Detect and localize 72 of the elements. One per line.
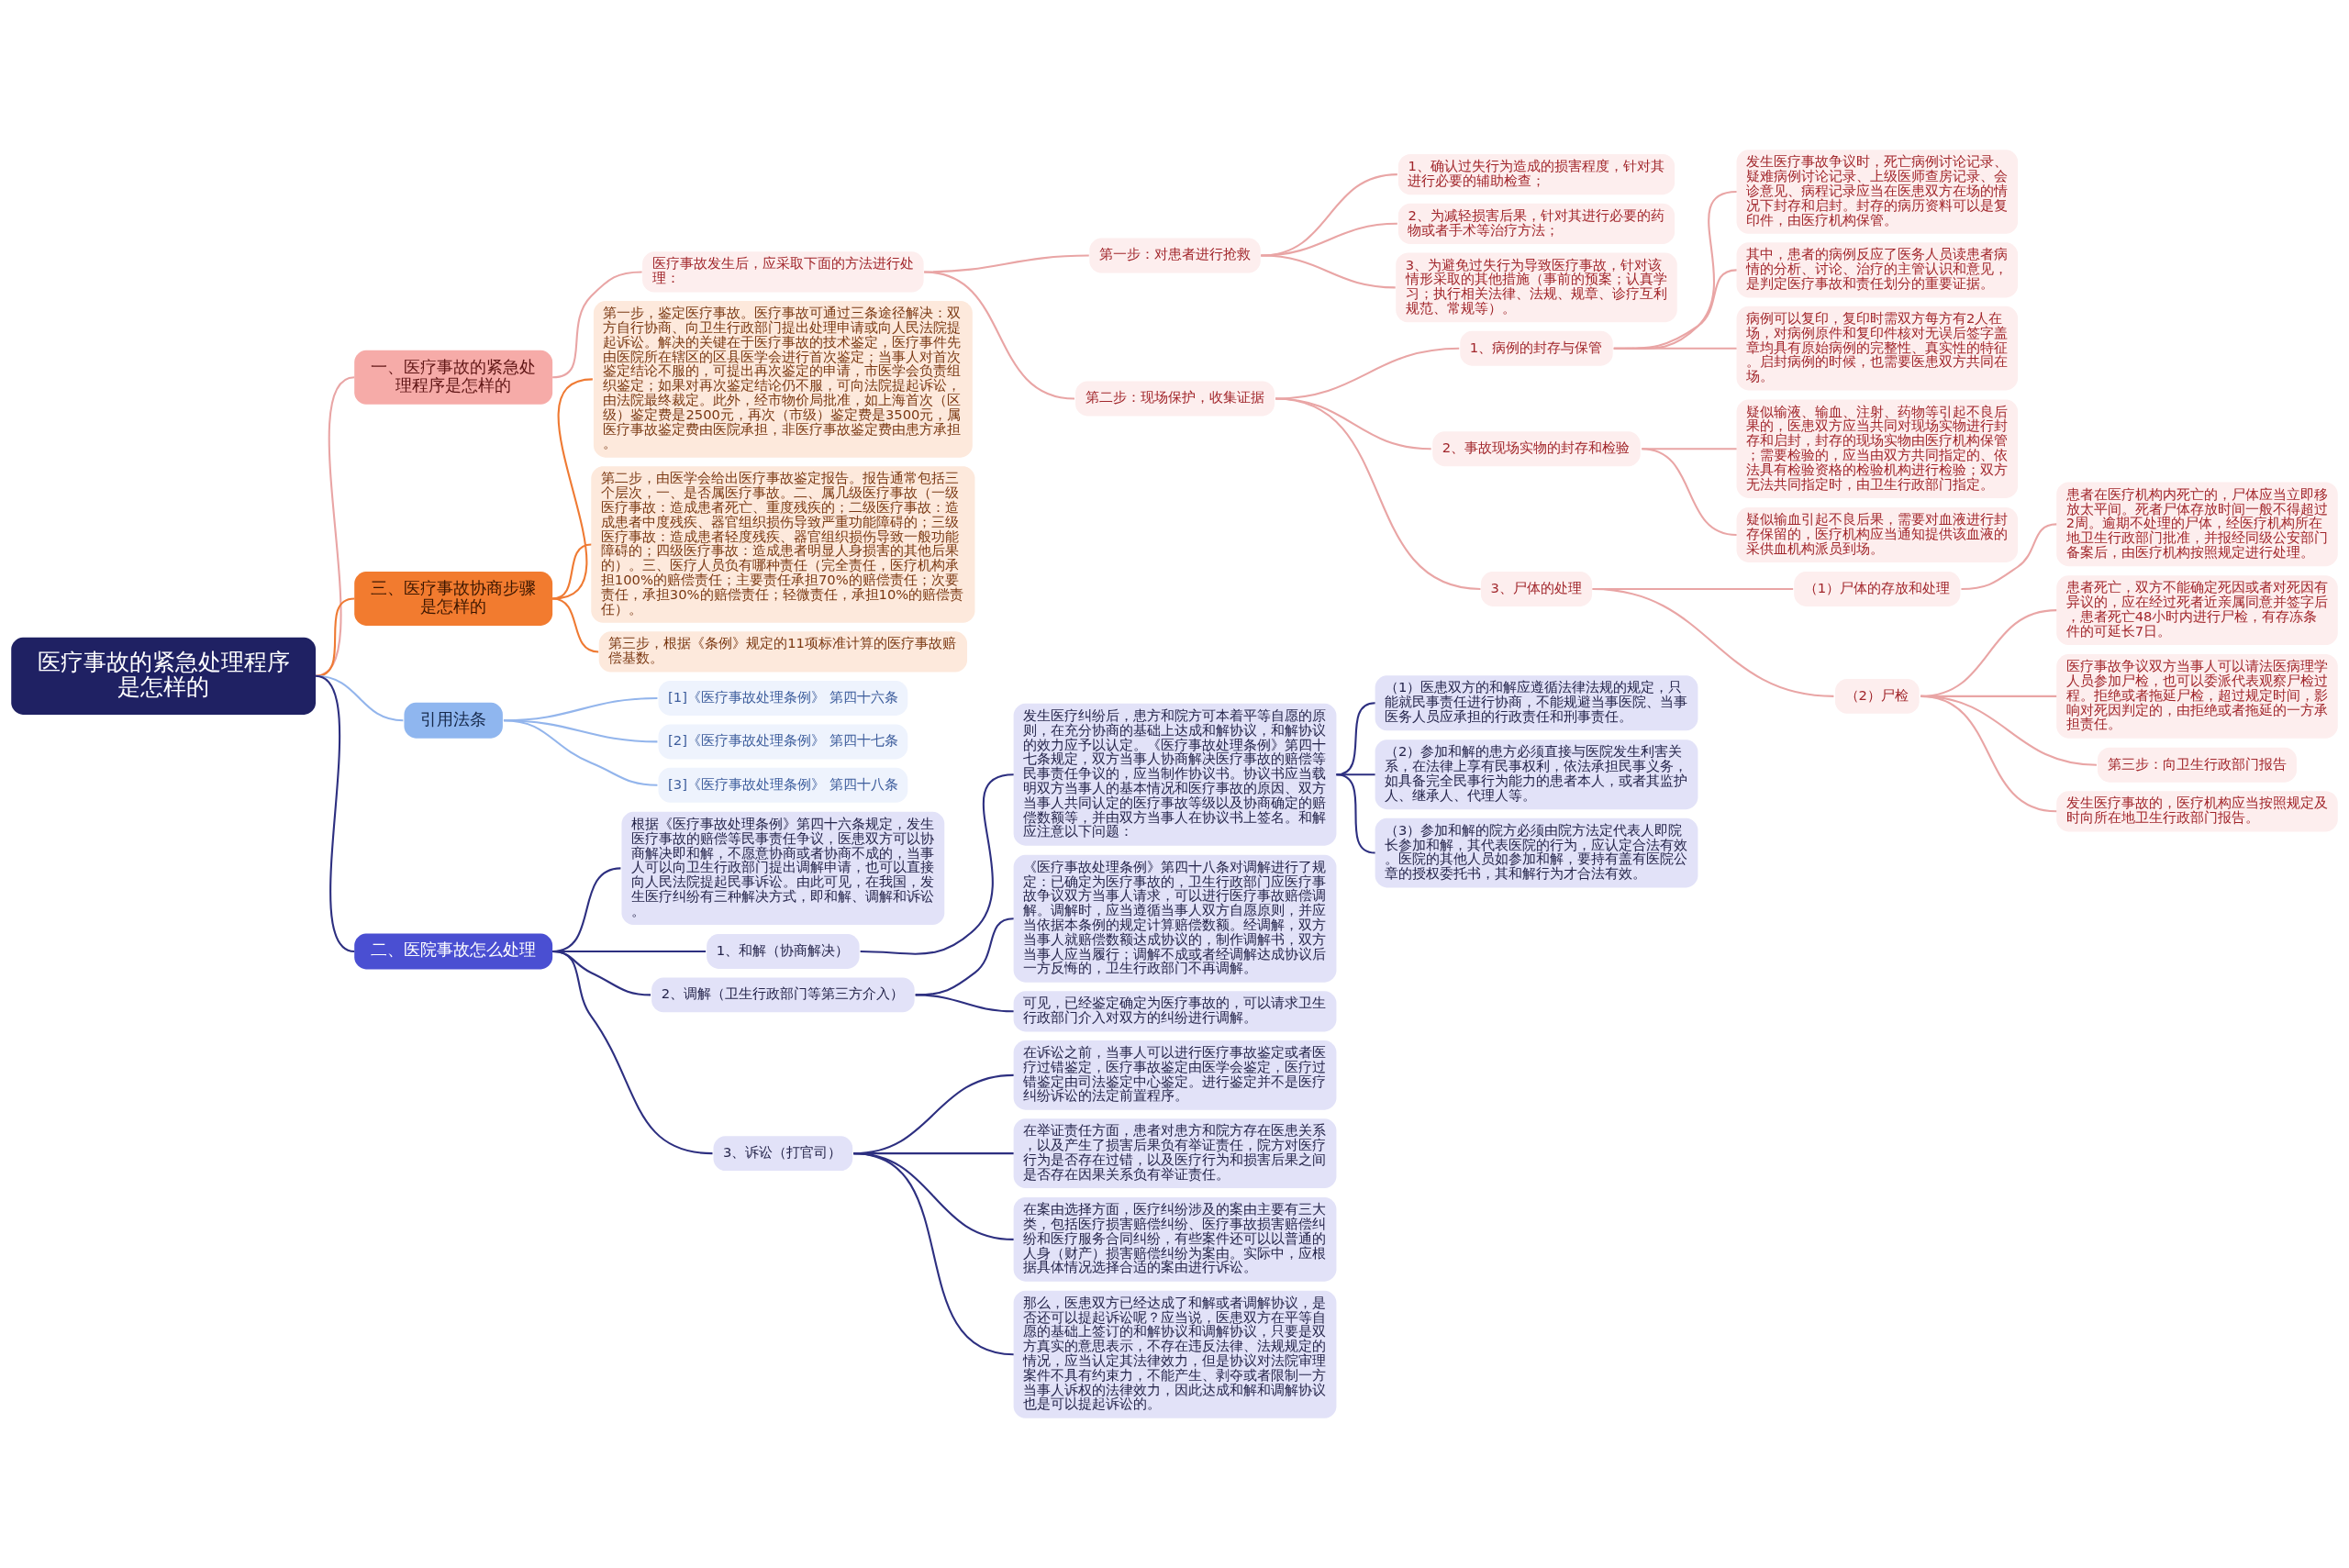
- node-box: 患者死亡，双方不能确定死因或者对死因有异议的，应在经过死者近亲属同意并签字后，患者死亡48小时内进行尸检，有存冻条件的可延长7日。: [2056, 575, 2338, 646]
- node-box: 疑似输液、输血、注射、药物等引起不良后果的，医患双方应当共同对现场实物进行封存和启封，封存的现场实物由医疗机构保管；需要检验的，应当由双方共同指定的、依法具有检验资格的检验机构进行检验；双方无法共同指定时，由卫生行政部门指定。: [1736, 399, 2019, 498]
- connector: [552, 597, 599, 653]
- connector: [924, 271, 1075, 400]
- connector: [853, 1152, 1014, 1356]
- connector: [552, 950, 713, 1155]
- node-box: 1、病例的封存与保管: [1460, 330, 1613, 366]
- node-box: 疑似输血引起不良后果，需要对血液进行封存保留的，医疗机构应当通知提供该血液的采供血机构派员到场。: [1736, 506, 2019, 562]
- node-box: 其中，患者的病例反应了医务人员读患者病情的分析、讨论、治疗的主管认识和意见，是判定医疗事故和责任划分的重要证据。: [1736, 242, 2019, 298]
- node-box: [1]《医疗事故处理条例》 第四十六条: [658, 681, 908, 716]
- connector: [924, 254, 1089, 273]
- connector: [1920, 695, 2057, 813]
- connector: [551, 378, 594, 600]
- node-box: 第三步，根据《条例》规定的11项标准计算的医疗事故赔偿基数。: [598, 631, 968, 673]
- node-box: 根据《医疗事故处理条例》第四十六条规定，发生医疗事故的赔偿等民事责任争议，医患双方可以协商解决即和解，不愿意协商或者协商不成的，当事人可以向卫生行政部门提出调解申请，也可以直接向人民法院提起民事诉讼。由此可见，在我国，发生医疗纠纷有三种解决方式，即和解、调解和诉讼。: [621, 811, 945, 926]
- node-box: （1）医患双方的和解应遵循法律法规的规定，只能就民事责任进行协商，不能规避当事医院、当事医务人员应承担的行政责任和刑事责任。: [1375, 675, 1698, 731]
- connector: [1613, 191, 1737, 350]
- connector: [503, 719, 658, 786]
- node-box: 2、事故现场实物的封存和检验: [1432, 431, 1641, 467]
- node-box: （1）尸体的存放和处理: [1794, 572, 1961, 606]
- node-box: 2、为减轻损害后果，针对其进行必要的药物或者手术等治疗方法；: [1397, 203, 1675, 244]
- node-box: 病例可以复印，复印时需双方每方有2人在场，对病例原件和复印件核对无误后签字盖章均具有原始病例的完整性、真实性的特征。启封病例的时候，也需要医患双方共同在场。: [1736, 306, 2019, 391]
- connector: [1261, 254, 1396, 289]
- node-box: [3]《医疗事故处理条例》 第四十八条: [658, 767, 908, 803]
- node-box: 3、为避免过失行为导致医疗事故，针对该情形采取的其他措施（事前的预案；认真学习；执行相关法律、法规、规章、诊疗互利规范、常规等）。: [1396, 252, 1677, 323]
- node-box: 第一步，鉴定医疗事故。医疗事故可通过三条途径解决：双方自行协商、向卫生行政部门提出处理申请或向人民法院提起诉讼。解决的关键在于医疗事故的技术鉴定，医疗事件先由医院所在辖区的区县医学会进行首次鉴定；当事人对首次鉴定结论不服的，可提出再次鉴定的申请，市医学会负责组织鉴定；如果对再次鉴定结论仍不服，可向法院提起诉讼，由法院最终裁定。此外，经市物价局批准，如上海首次（区级）鉴定费是2500元，再次（市级）鉴定费是3500元，属医疗事故鉴定费由医院承担，非医疗事故鉴定费由患方承担。: [593, 301, 973, 458]
- connector: [1261, 173, 1397, 257]
- connector: [1961, 523, 2057, 591]
- node-box: 那么，医患双方已经达成了和解或者调解协议，是否还可以提起诉讼呢？应当说，医患双方在平等自愿的基础上签订的和解协议和调解协议，只要是双方真实的意思表示，不存在违反法律、法规规定的情况，应当认定其法律效力，但是协议对法院审理案件不具有约束力，不能产生、剥夺或者限制一方当事人诉权的法律效力，因此达成和解和调解协议也是可以提起诉讼的。: [1013, 1290, 1337, 1418]
- connector: [315, 376, 355, 677]
- node-box: 可见，已经鉴定确定为医疗事故的，可以请求卫生行政部门介入对双方的纠纷进行调解。: [1013, 991, 1337, 1032]
- node-box: 三、医疗事故协商步骤是怎样的: [354, 572, 553, 626]
- connector: [915, 994, 1014, 1013]
- connector: [1261, 222, 1397, 257]
- node-box: （3）参加和解的院方必须由院方法定代表人即院长参加和解，其代表医院的行为，应认定合法有效。医院的其他人员如参加和解，要持有盖有医院公章的授权委托书，其和解行为才合法有效。: [1375, 817, 1698, 888]
- node-box: 第二步：现场保护，收集证据: [1075, 381, 1275, 417]
- connector: [1336, 773, 1375, 854]
- node-box: 第二步，由医学会给出医疗事故鉴定报告。报告通常包括三个层次，一、是否属医疗事故。二、属几级医疗事故（一级医疗事故：造成患者死亡、重度残疾的；二级医疗事故：造成患者中度残疾、器官组织损伤导致严重功能障碍的；三级医疗事故：造成患者轻度残疾、器官组织损伤导致一般功能障碍的；四级医疗事故：造成患者明显人身损害的其他后果的）。三、医疗人员负有哪种责任（完全责任，医疗机构承担100%的赔偿责任；主要责任承担70%的赔偿责任；次要责任，承担30%的赔偿责任；轻微责任，承担10%的赔偿责任）。: [591, 466, 975, 623]
- connector: [1642, 448, 1737, 537]
- connector: [860, 773, 1014, 955]
- node-box: 发生医疗事故争议时，死亡病例讨论记录、疑难病例讨论记录、上级医师查房记录、会诊意见、病程记录应当在医患双方在场的情况下封存和启封。封存的病历资料可以是复印件，由医疗机构保管。: [1736, 150, 2019, 234]
- connector: [315, 674, 355, 952]
- node-box: 第三步：向卫生行政部门报告: [2098, 747, 2297, 783]
- node-box: 发生医疗事故的，医疗机构应当按照规定及时向所在地卫生行政部门报告。: [2056, 791, 2338, 832]
- node-box: 在举证责任方面，患者对患方和院方存在医患关系，以及产生了损害后果负有举证责任，院方对医疗行为是否存在过错，以及医疗行为和损害后果之间是否存在因果关系负有举证责任。: [1013, 1118, 1337, 1189]
- node-box: （2）参加和解的患方必须直接与医院发生利害关系，在法律上享有民事权利，依法承担民事义务，如具备完全民事行为能力的患者本人，或者其监护人、继承人、代理人等。: [1375, 740, 1698, 810]
- connector: [1592, 587, 1834, 697]
- node-box: [2]《医疗事故处理条例》 第四十七条: [658, 724, 908, 760]
- node-box: 医疗事故的紧急处理程序是怎样的: [11, 637, 317, 715]
- node-box: 一、医疗事故的紧急处理程序是怎样的: [354, 350, 553, 405]
- node-box: 二、医院事故怎么处理: [354, 933, 553, 970]
- node-box: 医疗事故争议双方当事人可以请法医病理学人员参加尸检，也可以委派代表观察尸检过程。拒绝或者拖延尸检，超过规定时间，影响对死因判定的，由拒绝或者拖延的一方承担责任。: [2056, 654, 2338, 739]
- node-box: 引用法条: [404, 702, 503, 739]
- connector: [1275, 397, 1481, 591]
- node-box: 在诉讼之前，当事人可以进行医疗事故鉴定或者医疗过错鉴定，医疗事故鉴定由医学会鉴定，医疗过错鉴定由司法鉴定中心鉴定。进行鉴定并不是医疗纠纷诉讼的法定前置程序。: [1013, 1040, 1337, 1110]
- node-box: 《医疗事故处理条例》第四十八条对调解进行了规定：已确定为医疗事故的，卫生行政部门应医疗事故争议双方当事人请求，可以进行医疗事故赔偿调解。调解时，应当遵循当事人双方自愿原则，并应当依据本条例的规定计算赔偿数额。经调解，双方当事人就赔偿数额达成协议的，制作调解书，双方当事人应当履行；调解不成或者经调解达成协议后一方反悔的，卫生行政部门不再调解。: [1013, 854, 1337, 983]
- node-box: 1、和解（协商解决）: [707, 934, 860, 969]
- connector: [551, 543, 592, 600]
- connector: [552, 271, 642, 379]
- node-box: （2）尸检: [1835, 678, 1920, 714]
- node-box: 1、确认过失行为造成的损害程度，针对其进行必要的辅助检查；: [1397, 153, 1675, 195]
- connector: [1613, 347, 1737, 350]
- node-box: 2、调解（卫生行政部门等第三方介入）: [651, 977, 915, 1013]
- node-box: 第一步：对患者进行抢救: [1089, 238, 1261, 273]
- node-box: 在案由选择方面，医疗纠纷涉及的案由主要有三大类，包括医疗损害赔偿纠纷、医疗事故损害赔偿纠纷和医疗服务合同纠纷，有些案件还可以以普通的人身（财产）损害赔偿纠纷为案由。实际中，应根据具体情况选择合适的案由进行诉讼。: [1013, 1197, 1337, 1282]
- node-box: 发生医疗纠纷后，患方和院方可本着平等自愿的原则，在充分协商的基础上达成和解协议，和解协议的效力应予以认定。《医疗事故处理条例》第四十七条规定，双方当事人协商解决医疗事故的赔偿等民事责任争议的，应当制作协议书。协议书应当载明双方当事人的基本情况和医疗事故的原因、双方当事人共同认定的医疗事故等级以及协商确定的赔偿数额等，并由双方当事人在协议书上签名。和解应注意以下问题：: [1013, 703, 1337, 846]
- connector: [1275, 347, 1460, 400]
- connector: [1613, 269, 1737, 350]
- node-box: 患者在医疗机构内死亡的，尸体应当立即移放太平间。死者尸体存放时间一般不得超过2周。逾期不处理的尸体，经医疗机构所在地卫生行政部门批准，并报经同级公安部门备案后，由医疗机构按照规定进行处理。: [2056, 482, 2338, 567]
- node-box: 3、诉讼（打官司）: [713, 1136, 853, 1172]
- node-box: 医疗事故发生后，应采取下面的方法进行处理：: [642, 251, 924, 293]
- node-box: 3、尸体的处理: [1480, 572, 1593, 606]
